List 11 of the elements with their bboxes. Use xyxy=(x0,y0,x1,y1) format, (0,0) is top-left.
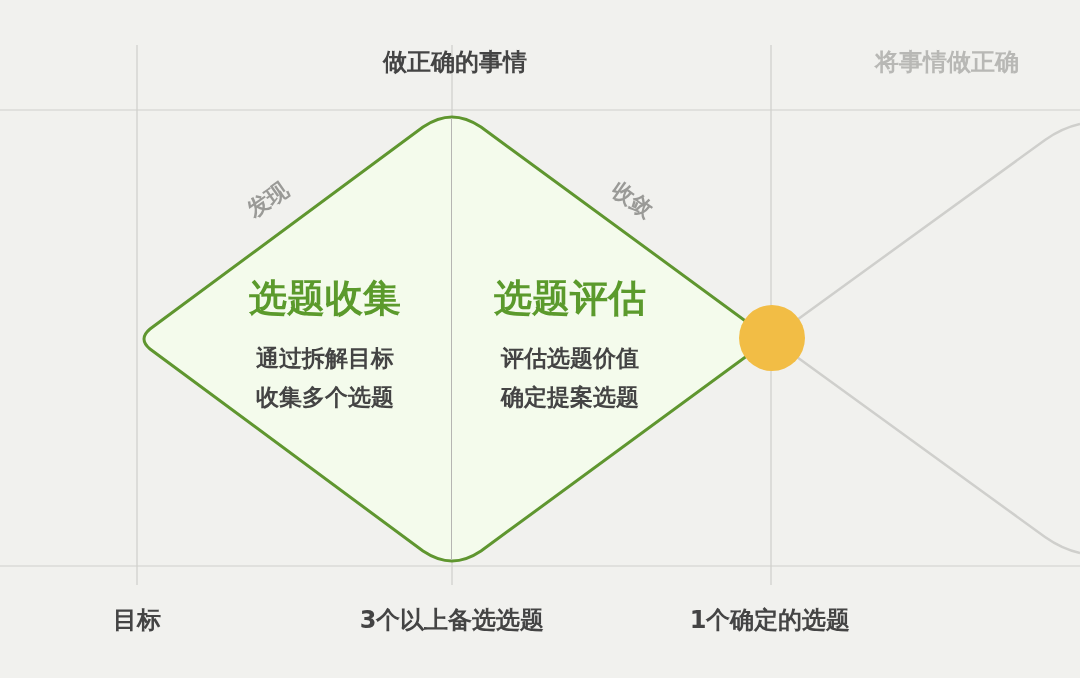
phase-label: 发现 xyxy=(241,175,294,225)
heading: 选题评估 xyxy=(493,275,647,322)
column-heading: 做正确的事情 xyxy=(383,47,527,78)
stage-label: 1个确定的选题 xyxy=(689,605,851,636)
phase-label: 收敛 xyxy=(606,175,659,225)
stage-label: 目标 xyxy=(113,605,161,636)
column-heading: 将事情做正确 xyxy=(875,47,1019,78)
heading: 选题收集 xyxy=(248,275,402,322)
description: 评估选题价值确定提案选题 xyxy=(499,344,640,412)
stage-label: 3个以上备选选题 xyxy=(359,605,545,636)
description: 通过拆解目标收集多个选题 xyxy=(255,344,395,412)
